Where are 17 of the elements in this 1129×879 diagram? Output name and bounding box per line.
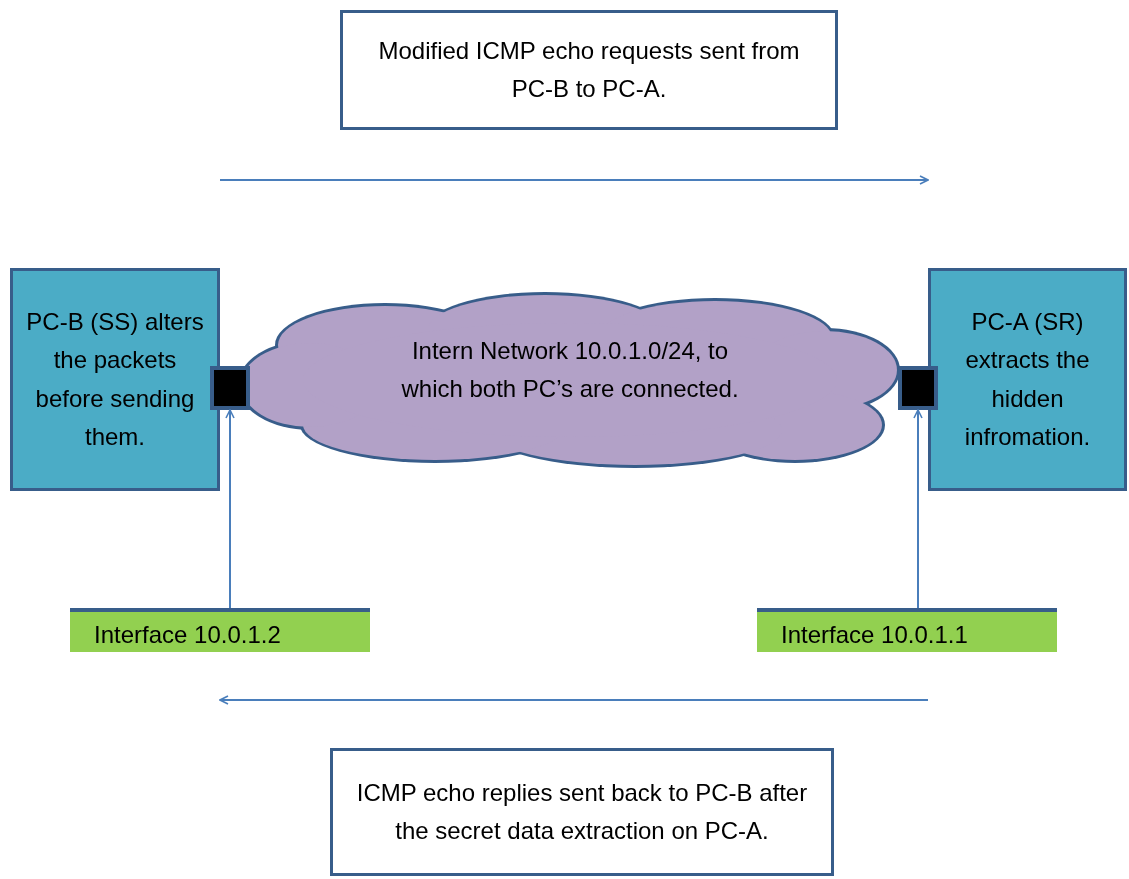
computer-text: PC-A (SR) extracts the hidden infromation.	[963, 306, 1092, 452]
note-box	[340, 10, 838, 130]
port-square	[898, 366, 938, 410]
computer-box	[928, 268, 1127, 491]
computer-box	[10, 268, 220, 491]
arrow	[225, 409, 235, 609]
interface-label: Interface 10.0.1.2	[94, 619, 281, 650]
interface-box	[70, 608, 370, 652]
note-text: Modified ICMP echo requests sent from PC-B to PC-A.	[377, 35, 801, 104]
port-square	[210, 366, 250, 410]
interface-label: Interface 10.0.1.1	[781, 619, 968, 650]
interface-box	[757, 608, 1057, 652]
computer-text: PC-B (SS) alters the packets before sending them.	[25, 306, 205, 452]
note-text: ICMP echo replies sent back to PC-B after the secret data extraction on PC-A.	[355, 777, 809, 846]
note-box	[330, 748, 834, 876]
arrow	[913, 409, 923, 609]
network-text: Intern Network 10.0.1.0/24, to which both PC’s are connected.	[400, 335, 740, 404]
